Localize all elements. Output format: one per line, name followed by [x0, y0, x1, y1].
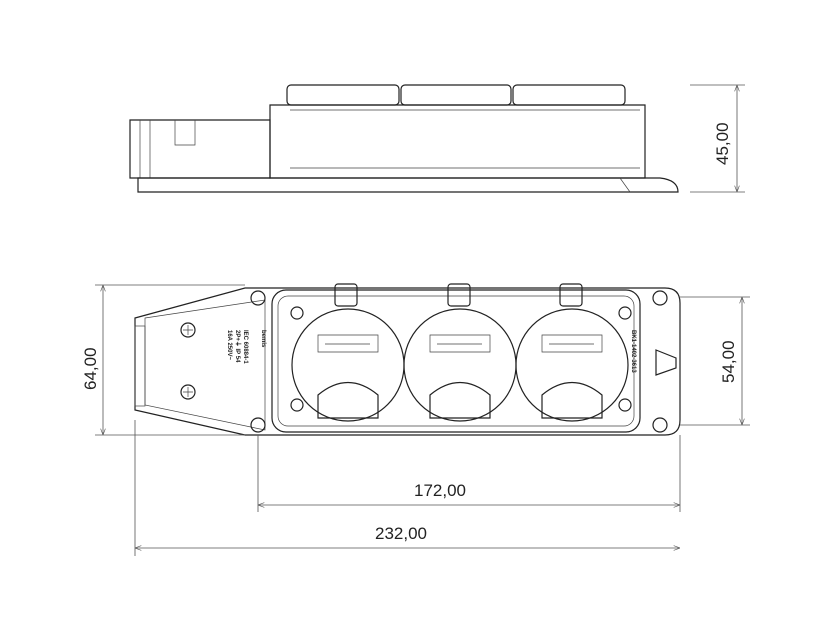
corner-screws: [250, 290, 668, 433]
dim-total-length: 232,00: [375, 524, 427, 543]
dimension-lines: 45,00 64,00 54,00 172,00 232,00: [81, 84, 750, 556]
dim-socket-length: 172,00: [414, 481, 466, 500]
svg-text:bemis: bemis: [260, 330, 266, 348]
dim-height-side: 45,00: [713, 122, 732, 165]
side-view: [129, 84, 679, 193]
plan-view: BK1-1402-3613 bemis IEC 60884-1 2P+⏚ IP …: [134, 283, 681, 436]
dim-socket-width: 54,00: [719, 340, 738, 383]
rating-label: bemis IEC 60884-1 2P+⏚ IP 54 16A 250V~: [226, 330, 266, 364]
svg-text:16A 250V~: 16A 250V~: [226, 330, 232, 360]
sockets: [291, 283, 629, 422]
part-number-label: BK1-1402-3613: [630, 330, 636, 373]
svg-text:2P+⏚ IP 54: 2P+⏚ IP 54: [234, 330, 241, 363]
dim-width-plan: 64,00: [81, 347, 100, 390]
svg-text:IEC 60884-1: IEC 60884-1: [242, 330, 248, 364]
